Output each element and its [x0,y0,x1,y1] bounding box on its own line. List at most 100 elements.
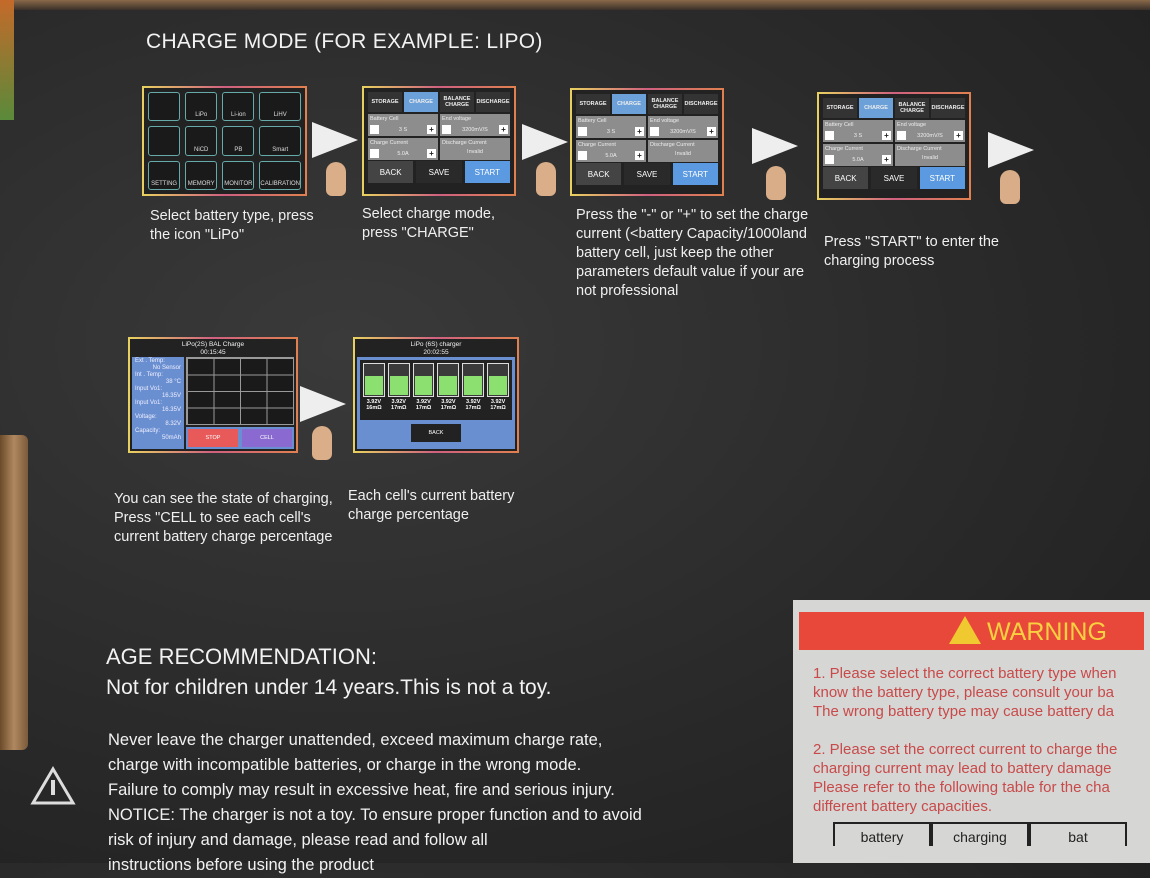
plus-button[interactable]: + [882,131,891,140]
status-value: 16.35V [161,393,181,399]
start-button[interactable]: START [464,161,510,183]
charge-current-value: 5.0A [852,156,864,163]
cell-resistance: 17mΩ [440,405,457,411]
caption-step6: Each cell's current battery charge perce… [348,488,515,523]
battery-cell-label: Battery Cell [370,116,399,122]
minus-button[interactable] [825,131,834,140]
battery-type-tile[interactable] [148,126,181,156]
discharge-current-value: Invalid [922,155,938,161]
start-button[interactable]: START [672,163,718,185]
status-value: No Sensor [152,365,181,371]
status-label: Voltage: [135,414,157,420]
tab-mode[interactable]: CHARGE [859,98,893,118]
back-button[interactable]: BACK [411,424,461,442]
battery-type-tile[interactable]: Smart [259,126,301,156]
tab-mode[interactable]: STORAGE [823,98,857,118]
battery-type-tile[interactable]: MEMORY [185,160,218,190]
start-button[interactable]: START [919,167,965,189]
hand-pointer-icon [326,162,346,196]
tab-mode[interactable]: STORAGE [368,92,402,112]
tab-mode[interactable]: BALANCE CHARGE [440,92,474,112]
status-label: Input Vo1: [135,386,163,392]
parameter-value-row: Invalid [897,155,963,161]
warning-panel-line: know the battery type, please consult yo… [813,684,1115,701]
battery-type-tile[interactable]: LiPo [185,92,218,122]
status-label: Capacity: [135,428,161,434]
battery-type-tile[interactable]: MONITOR [222,160,255,190]
save-button[interactable]: SAVE [871,167,917,189]
plus-button[interactable]: + [635,151,644,160]
battery-type-tile[interactable]: PB [222,126,255,156]
hand-pointer-icon [312,426,332,460]
save-button[interactable]: SAVE [416,161,462,183]
battery-type-tile[interactable]: LiHV [259,92,301,122]
back-button[interactable]: BACK [576,163,622,185]
end-voltage-label: End voltage [897,122,927,128]
back-button[interactable]: BACK [823,167,869,189]
minus-button[interactable] [578,151,587,160]
plus-button[interactable]: + [427,149,436,158]
discharge-current-label: Discharge Current [442,140,487,146]
minus-button[interactable] [442,125,451,134]
save-button[interactable]: SAVE [624,163,670,185]
plus-button[interactable]: + [499,125,508,134]
battery-type-tile[interactable]: CALIBRATION [259,160,301,190]
age-heading: AGE RECOMMENDATION: [106,644,377,669]
screen6-time: 20:02:55 [423,349,449,356]
tab-mode[interactable]: DISCHARGE [931,98,965,118]
battery-type-tile[interactable] [148,92,181,122]
minus-button[interactable] [650,127,659,136]
charge-current-label: Charge Current [825,146,863,152]
minus-button[interactable] [578,127,587,136]
battery-cell-icon [437,363,460,397]
minus-button[interactable] [825,155,834,164]
caption-step2: Select charge mode, press "CHARGE" [362,206,495,241]
back-button[interactable]: BACK [368,161,414,183]
caption-step4: Press "START" to enter the charging proc… [824,234,999,269]
minus-button[interactable] [370,149,379,158]
minus-button[interactable] [897,131,906,140]
screen5-time: 00:15:45 [200,349,226,356]
cell-resistance: 17mΩ [391,405,407,411]
stop-button[interactable]: STOP [188,429,238,447]
battery-type-tile[interactable]: Li-ion [222,92,255,122]
battery-cell-icon [387,363,410,397]
warning-panel-line: 2. Please set the correct current to cha… [813,741,1118,758]
battery-type-tile[interactable]: SETTING [148,160,181,190]
charge-current-label: Charge Current [370,140,408,146]
cell-fill [365,376,383,395]
plus-button[interactable]: + [635,127,644,136]
discharge-current-value: Invalid [467,149,483,155]
tab-mode[interactable]: CHARGE [404,92,438,112]
cell-voltage: 3.92V [441,399,456,405]
parameter-value-row: Invalid [650,151,716,157]
status-label: Ext . Temp: [135,358,165,364]
minus-button[interactable] [370,125,379,134]
cell-fill [489,376,507,395]
plus-button[interactable]: + [707,127,716,136]
plus-button[interactable]: + [882,155,891,164]
cell-voltage: 3.92V [466,399,481,405]
warning-panel-line [813,721,1143,740]
battery-type-tile[interactable]: NiCD [185,126,218,156]
plus-button[interactable]: + [954,131,963,140]
box-top-edge [0,0,1150,10]
tab-mode[interactable]: DISCHARGE [476,92,510,112]
tab-mode[interactable]: STORAGE [576,94,610,114]
plus-button[interactable]: + [427,125,436,134]
tab-mode[interactable]: BALANCE CHARGE [648,94,682,114]
tab-mode[interactable]: CHARGE [612,94,646,114]
cell-button[interactable]: CELL [242,429,292,447]
warning-panel-line: charging current may lead to battery dam… [813,760,1112,777]
tab-mode[interactable]: BALANCE CHARGE [895,98,929,118]
tab-mode[interactable]: DISCHARGE [684,94,718,114]
